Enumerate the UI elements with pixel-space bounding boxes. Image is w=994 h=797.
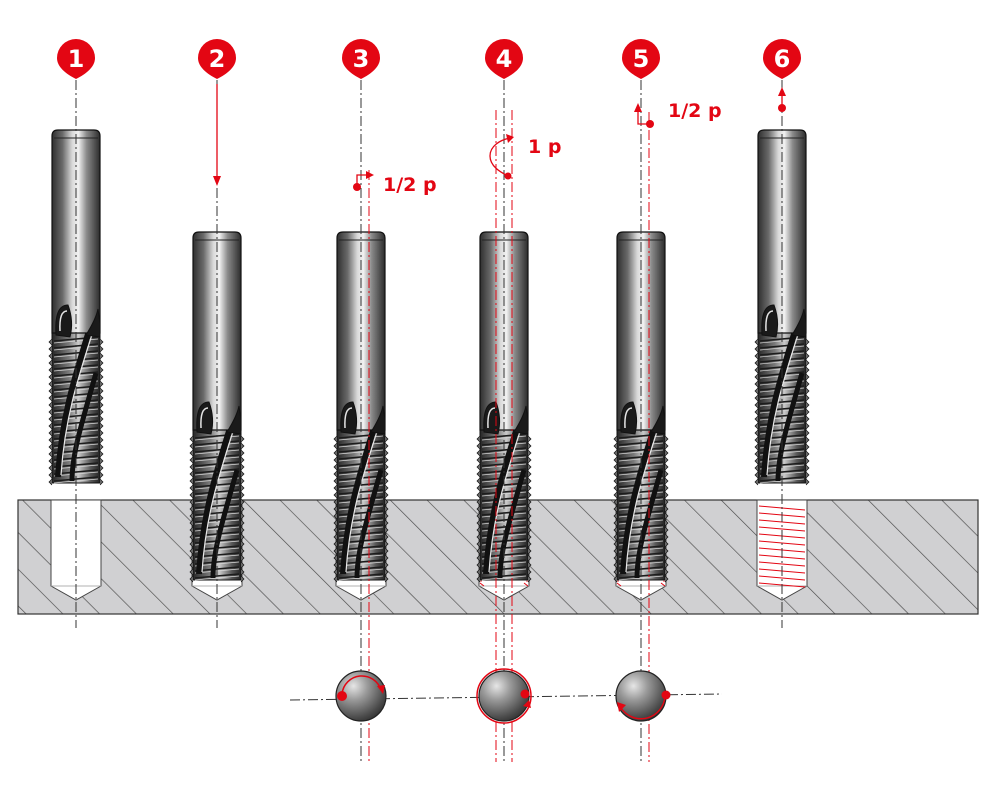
centerlines	[75, 80, 783, 762]
radial-infeed-arrow: 1/2 p	[353, 171, 437, 196]
step-number: 5	[633, 45, 650, 73]
step-marker-4: 4	[485, 39, 523, 79]
step-number: 4	[496, 45, 513, 73]
helical-interpolation-arrow: 1 p	[489, 134, 561, 180]
step-number: 2	[209, 45, 226, 73]
orbit-view-3	[335, 670, 387, 722]
move-label-3: 1/2 p	[383, 174, 437, 196]
step-marker-5: 5	[622, 39, 660, 79]
orbit-view-4	[476, 668, 532, 724]
step-number: 3	[353, 45, 370, 73]
move-label-5: 1/2 p	[668, 100, 722, 122]
step-marker-6: 6	[763, 39, 801, 79]
step-marker-1: 1	[57, 39, 95, 79]
orbit-views	[335, 668, 671, 724]
move-label-4: 1 p	[528, 136, 561, 158]
step-marker-3: 3	[342, 39, 380, 79]
step-markers: 1 2 3 4 5 6	[57, 39, 801, 79]
retract-arrow	[778, 87, 786, 112]
radial-retract-arrow: 1/2 p	[634, 100, 722, 128]
orbit-view-5	[615, 670, 671, 722]
step-marker-2: 2	[198, 39, 236, 79]
step-number: 1	[68, 45, 85, 73]
plunge-arrow	[213, 84, 221, 186]
step-number: 6	[774, 45, 791, 73]
motion-indicators: 1/2 p 1 p 1/2 p	[213, 84, 786, 196]
thread-mill-tool-2	[189, 231, 245, 583]
